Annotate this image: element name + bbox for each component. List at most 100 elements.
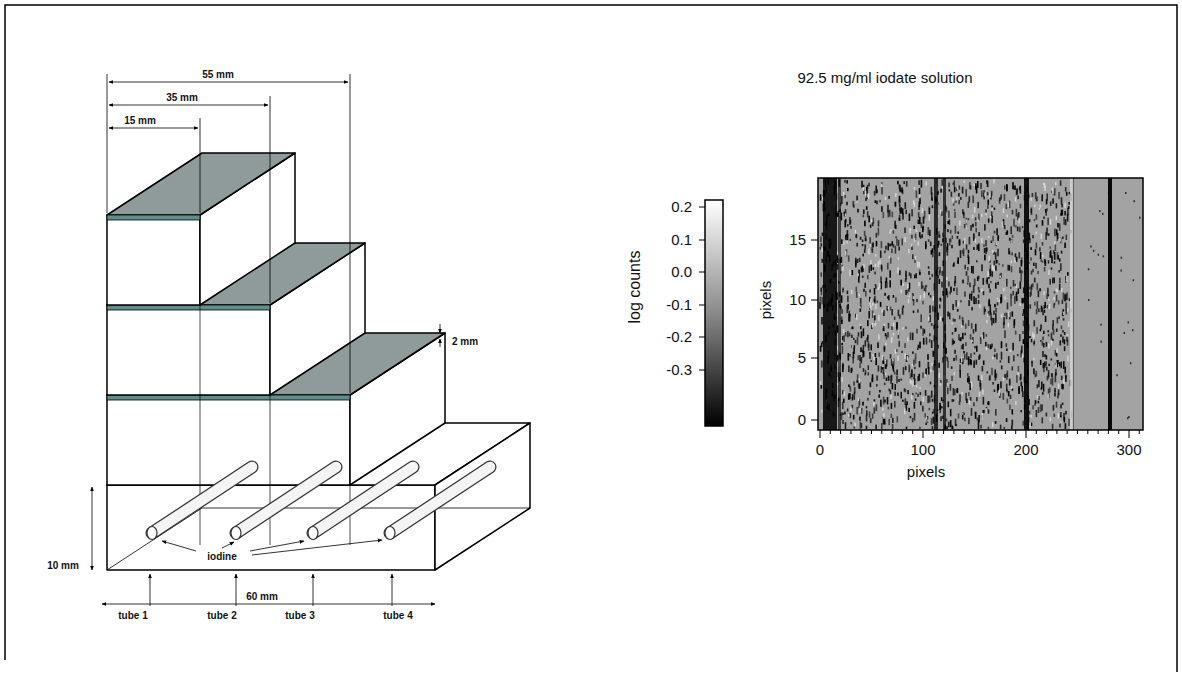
heat-map-pixel [995,319,997,323]
heat-map-pixel [850,422,852,425]
heat-map-pixel [981,335,983,339]
heat-map-pixel [876,376,878,381]
heat-map-pixel [846,180,848,184]
heat-map-pixel [988,344,990,348]
heat-map-pixel [821,259,823,263]
heat-map-pixel [921,180,923,188]
heat-map-pixel [925,423,927,425]
heat-map-pixel [1051,359,1053,361]
heat-map-pixel [1038,380,1040,387]
heat-map-pixel [953,340,955,344]
heat-map-pixel [962,333,964,339]
heat-map-pixel [1052,198,1054,203]
heat-map-pixel [919,361,921,367]
heat-map-pixel [1060,404,1062,408]
heat-map-pixel [881,423,883,429]
heat-map-pixel [972,266,974,274]
heat-map-pixel [879,283,881,289]
frame [5,5,1177,672]
heat-map-pixel [926,285,928,288]
heat-map-pixel [963,248,965,256]
heat-map-pixel [1013,355,1015,361]
heat-map-pixel [1060,238,1062,244]
heat-map-pixel [992,236,994,241]
heat-map-pixel [978,422,980,429]
heat-map-pixel [890,376,892,384]
heat-map-pixel [996,242,998,245]
heat-map-pixel [918,282,920,286]
heat-map-pixel [1068,419,1070,427]
heat-map-pixel [883,326,885,332]
heat-map-pixel [954,328,956,332]
heat-map-pixel [962,187,964,194]
pointer-arrow [150,574,392,606]
heat-map-pixel [910,416,912,418]
heat-map-pixel [940,380,942,383]
heat-map-pixel [1019,252,1021,258]
heat-map-pixel [1018,366,1020,373]
axis-tick [811,300,818,301]
heat-map-pixel [1011,239,1013,243]
heat-map-pixel [948,281,950,286]
heat-map-pixel [880,276,882,282]
heat-map-pixel [995,242,997,246]
heat-map-pixel [873,267,875,269]
heat-map-pixel [1034,320,1036,326]
heat-map-pixel [1018,388,1020,390]
heat-map-pixel [1054,252,1056,260]
heat-map-pixel [848,314,850,321]
axis-tick [943,430,944,434]
heat-map-pixel [861,267,863,273]
heat-map-pixel [1035,232,1037,235]
heat-map-pixel [895,193,897,197]
guide-line [200,305,350,545]
heat-map-pixel [977,202,979,208]
heat-map-pixel [1048,260,1050,263]
heat-map-pixel [919,427,921,429]
heat-map-pixel [1038,308,1040,312]
heat-map-pixel [925,390,927,396]
heat-map-pixel [1060,340,1062,345]
heat-map-pixel [971,340,973,342]
heat-map-pixel [964,265,966,270]
heat-map-pixel [1016,375,1018,383]
heat-map-pixel [883,413,885,419]
heat-map-pixel [1052,378,1054,386]
heat-map-pixel [875,425,877,429]
heat-map-pixel [1049,246,1051,248]
heat-map-pixel [873,313,875,315]
heat-map-pixel [940,383,942,386]
heat-map-pixel [1060,213,1062,216]
heat-map-pixel [822,196,824,200]
heat-map-pixel [892,212,894,218]
heat-map-pixel [884,383,886,385]
heat-map-pixel [1139,217,1141,219]
heat-map-pixel [860,304,862,308]
heat-map-pixel [1012,235,1014,238]
heat-map-pixel [869,297,871,302]
heat-map-pixel [980,425,982,429]
axis-tick [953,430,954,434]
heat-map-pixel [986,320,988,323]
heat-map-pixel [971,294,973,301]
heat-map-pixel [989,193,991,197]
heat-map-pixel [893,295,895,298]
heat-map-pixel [967,373,969,377]
heat-map-pixel [997,298,999,303]
heat-map-pixel [821,361,823,368]
heat-map-pixel [1045,361,1047,366]
heat-map-pixel [928,227,930,235]
heat-map-pixel [889,210,891,217]
heat-map-pixel [863,187,865,191]
heat-map-pixel [904,388,906,391]
heat-map-pixel [1009,405,1011,410]
heat-map-pixel [901,351,903,353]
heat-map-pixel [1067,308,1069,311]
heat-map-pixel [1006,343,1008,347]
heat-map-pixel [849,314,851,322]
heat-map-pixel [1066,337,1068,342]
heat-map-pixel [1065,376,1067,382]
heat-map-pixel [1103,255,1105,257]
heat-map-pixel [988,427,990,429]
heat-map-pixel [1007,265,1009,271]
